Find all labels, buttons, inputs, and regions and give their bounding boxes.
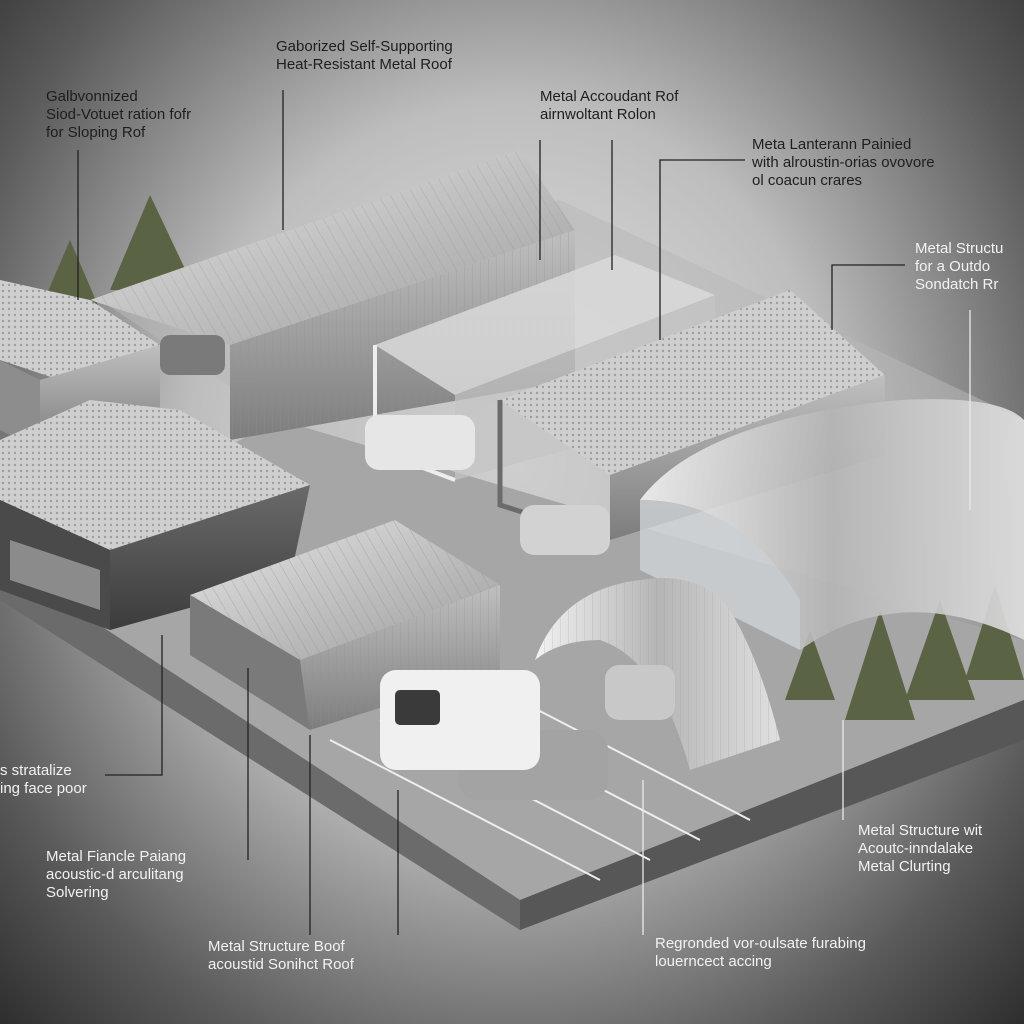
callout-line: Metal Clurting bbox=[858, 858, 951, 875]
callout-line: Metal Accoudant Rof bbox=[540, 88, 679, 105]
callout-line: airnwoltant Rolon bbox=[540, 106, 656, 123]
callout-line: for a Outdo bbox=[915, 258, 991, 275]
callout-regrounded: Regronded vor-oulsate furabing louerncec… bbox=[655, 935, 866, 971]
callout-line: Acoutc-inndalake bbox=[858, 840, 974, 857]
callout-sterilize-facing: s stratalize ing face poor bbox=[0, 762, 87, 798]
callout-line: for Sloping Rof bbox=[46, 124, 146, 141]
callout-line: Regronded vor-oulsate furabing bbox=[655, 935, 866, 952]
callout-line: s stratalize bbox=[0, 762, 72, 779]
callout-galvanized-self-supporting: Gaborized Self-Supporting Heat-Resistant… bbox=[276, 38, 453, 74]
callout-metal-acoustic: Metal Accoudant Rof airnwoltant Rolon bbox=[540, 88, 678, 124]
callout-line: ol coacun crares bbox=[752, 172, 863, 189]
callout-line: Sondatch Rr bbox=[915, 276, 999, 293]
callout-line: Metal Fiancle Paiang bbox=[46, 848, 187, 865]
callout-line: Metal Structure Boof bbox=[208, 938, 345, 955]
van-icon bbox=[380, 670, 540, 770]
callout-line: Galbvonnized bbox=[46, 88, 138, 105]
callout-line: acoustid Sonihct Roof bbox=[208, 956, 354, 973]
arched-greenhouse bbox=[640, 399, 1024, 650]
callout-metal-flance: Metal Fiancle Paiang acoustic-d arculita… bbox=[46, 848, 186, 902]
callout-line: Gaborized Self-Supporting bbox=[276, 38, 453, 55]
callout-line: with alroustin-orias ovovore bbox=[752, 154, 935, 171]
callout-line: Heat-Resistant Metal Roof bbox=[276, 56, 452, 73]
callout-line: Metal Structure wit bbox=[858, 822, 983, 839]
callout-line: Solvering bbox=[46, 884, 109, 901]
front-metal-shed bbox=[190, 520, 500, 730]
callout-line: acoustic-d arculitang bbox=[46, 866, 184, 883]
front-garage bbox=[0, 400, 310, 630]
callout-line: ing face poor bbox=[0, 780, 87, 797]
callout-line: Siod-Votuet ration fofr bbox=[46, 106, 192, 123]
callout-line: Meta Lanterann Painied bbox=[752, 136, 912, 153]
callout-line: Metal Structu bbox=[915, 240, 1004, 257]
tree-icon bbox=[40, 195, 1024, 720]
leader-lines bbox=[77, 90, 971, 935]
callout-metal-structure-outdoor: Metal Structu for a Outdo Sondatch Rr bbox=[915, 240, 1003, 294]
callout-galvanized-sloping: Galbvonnized Siod-Votuet ration fofr for… bbox=[46, 88, 191, 142]
callout-metal-structure-roof: Metal Structure Boof acoustid Sonihct Ro… bbox=[208, 938, 354, 974]
callout-line: louerncect accing bbox=[655, 953, 772, 970]
callout-metal-structure-acoustic: Metal Structure wit Acoutc-inndalake Met… bbox=[858, 822, 982, 876]
callout-metal-lantern: Meta Lanterann Painied with alroustin-or… bbox=[752, 136, 935, 190]
